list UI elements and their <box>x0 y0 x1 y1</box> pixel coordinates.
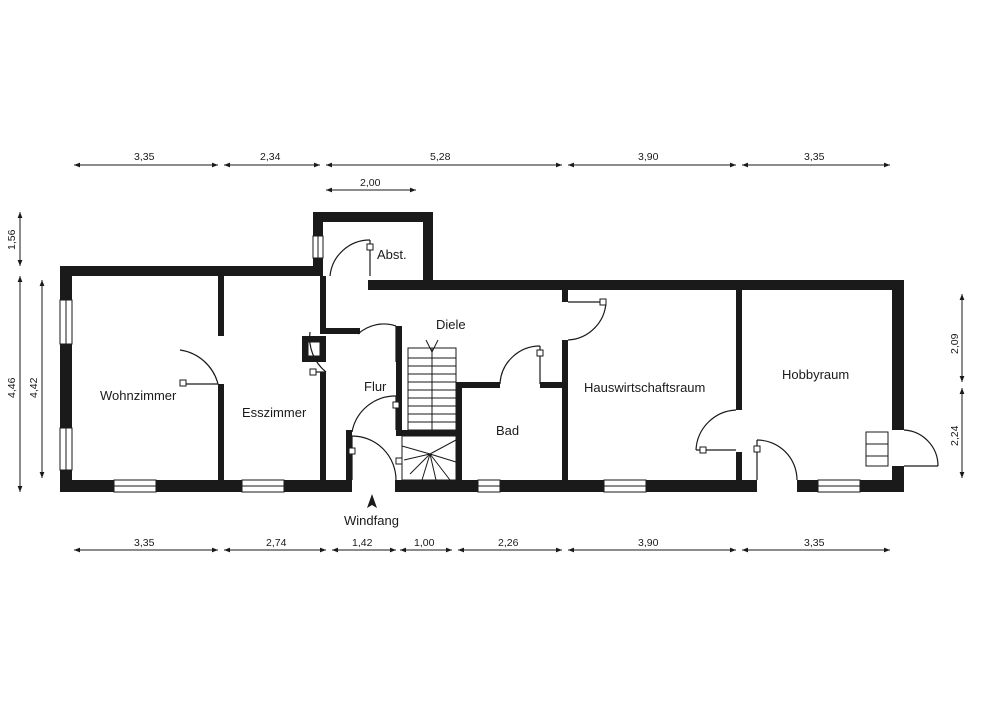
room-label-hobbyraum: Hobbyraum <box>782 367 849 382</box>
dim-top-2: 2,34 <box>260 151 281 163</box>
dimensions-left: 1,56 4,46 4,42 <box>6 212 45 492</box>
dim-right-1: 2,09 <box>949 333 961 354</box>
windows <box>59 235 889 493</box>
room-label-esszimmer: Esszimmer <box>242 405 307 420</box>
room-label-abst: Abst. <box>377 247 407 262</box>
dim-left-top: 1,56 <box>6 229 18 250</box>
dim-bottom-4: 1,00 <box>414 537 435 549</box>
dim-bottom-6: 3,90 <box>638 537 659 549</box>
room-label-diele: Diele <box>436 317 466 332</box>
dimensions-top: 3,35 2,34 5,28 3,90 3,35 2,00 <box>74 151 890 193</box>
room-label-windfang: Windfang <box>344 513 399 528</box>
dim-left-outer: 4,46 <box>6 377 18 398</box>
dim-bottom-5: 2,26 <box>498 537 519 549</box>
dim-top-1: 3,35 <box>134 151 155 163</box>
dim-top-inner: 2,00 <box>360 177 381 189</box>
room-label-flur: Flur <box>364 379 387 394</box>
doors <box>179 239 939 481</box>
dimensions-bottom: 3,35 2,74 1,42 1,00 2,26 3,90 3,35 <box>74 537 890 553</box>
dim-top-3: 5,28 <box>430 151 451 163</box>
dim-left-inner: 4,42 <box>28 377 40 398</box>
dim-bottom-7: 3,35 <box>804 537 825 549</box>
dim-bottom-2: 2,74 <box>266 537 287 549</box>
dim-top-4: 3,90 <box>638 151 659 163</box>
staircase <box>395 339 457 481</box>
room-labels: Wohnzimmer Esszimmer Abst. Diele Flur Ba… <box>100 247 849 528</box>
dim-bottom-1: 3,35 <box>134 537 155 549</box>
entrance-arrow-icon <box>367 494 377 508</box>
room-label-wohnzimmer: Wohnzimmer <box>100 388 177 403</box>
room-label-hauswirtschaftsraum: Hauswirtschaftsraum <box>584 380 705 395</box>
dim-bottom-3: 1,42 <box>352 537 373 549</box>
room-label-bad: Bad <box>496 423 519 438</box>
dim-top-5: 3,35 <box>804 151 825 163</box>
dimensions-right: 2,09 2,24 <box>949 294 965 478</box>
dim-right-2: 2,24 <box>949 425 961 446</box>
